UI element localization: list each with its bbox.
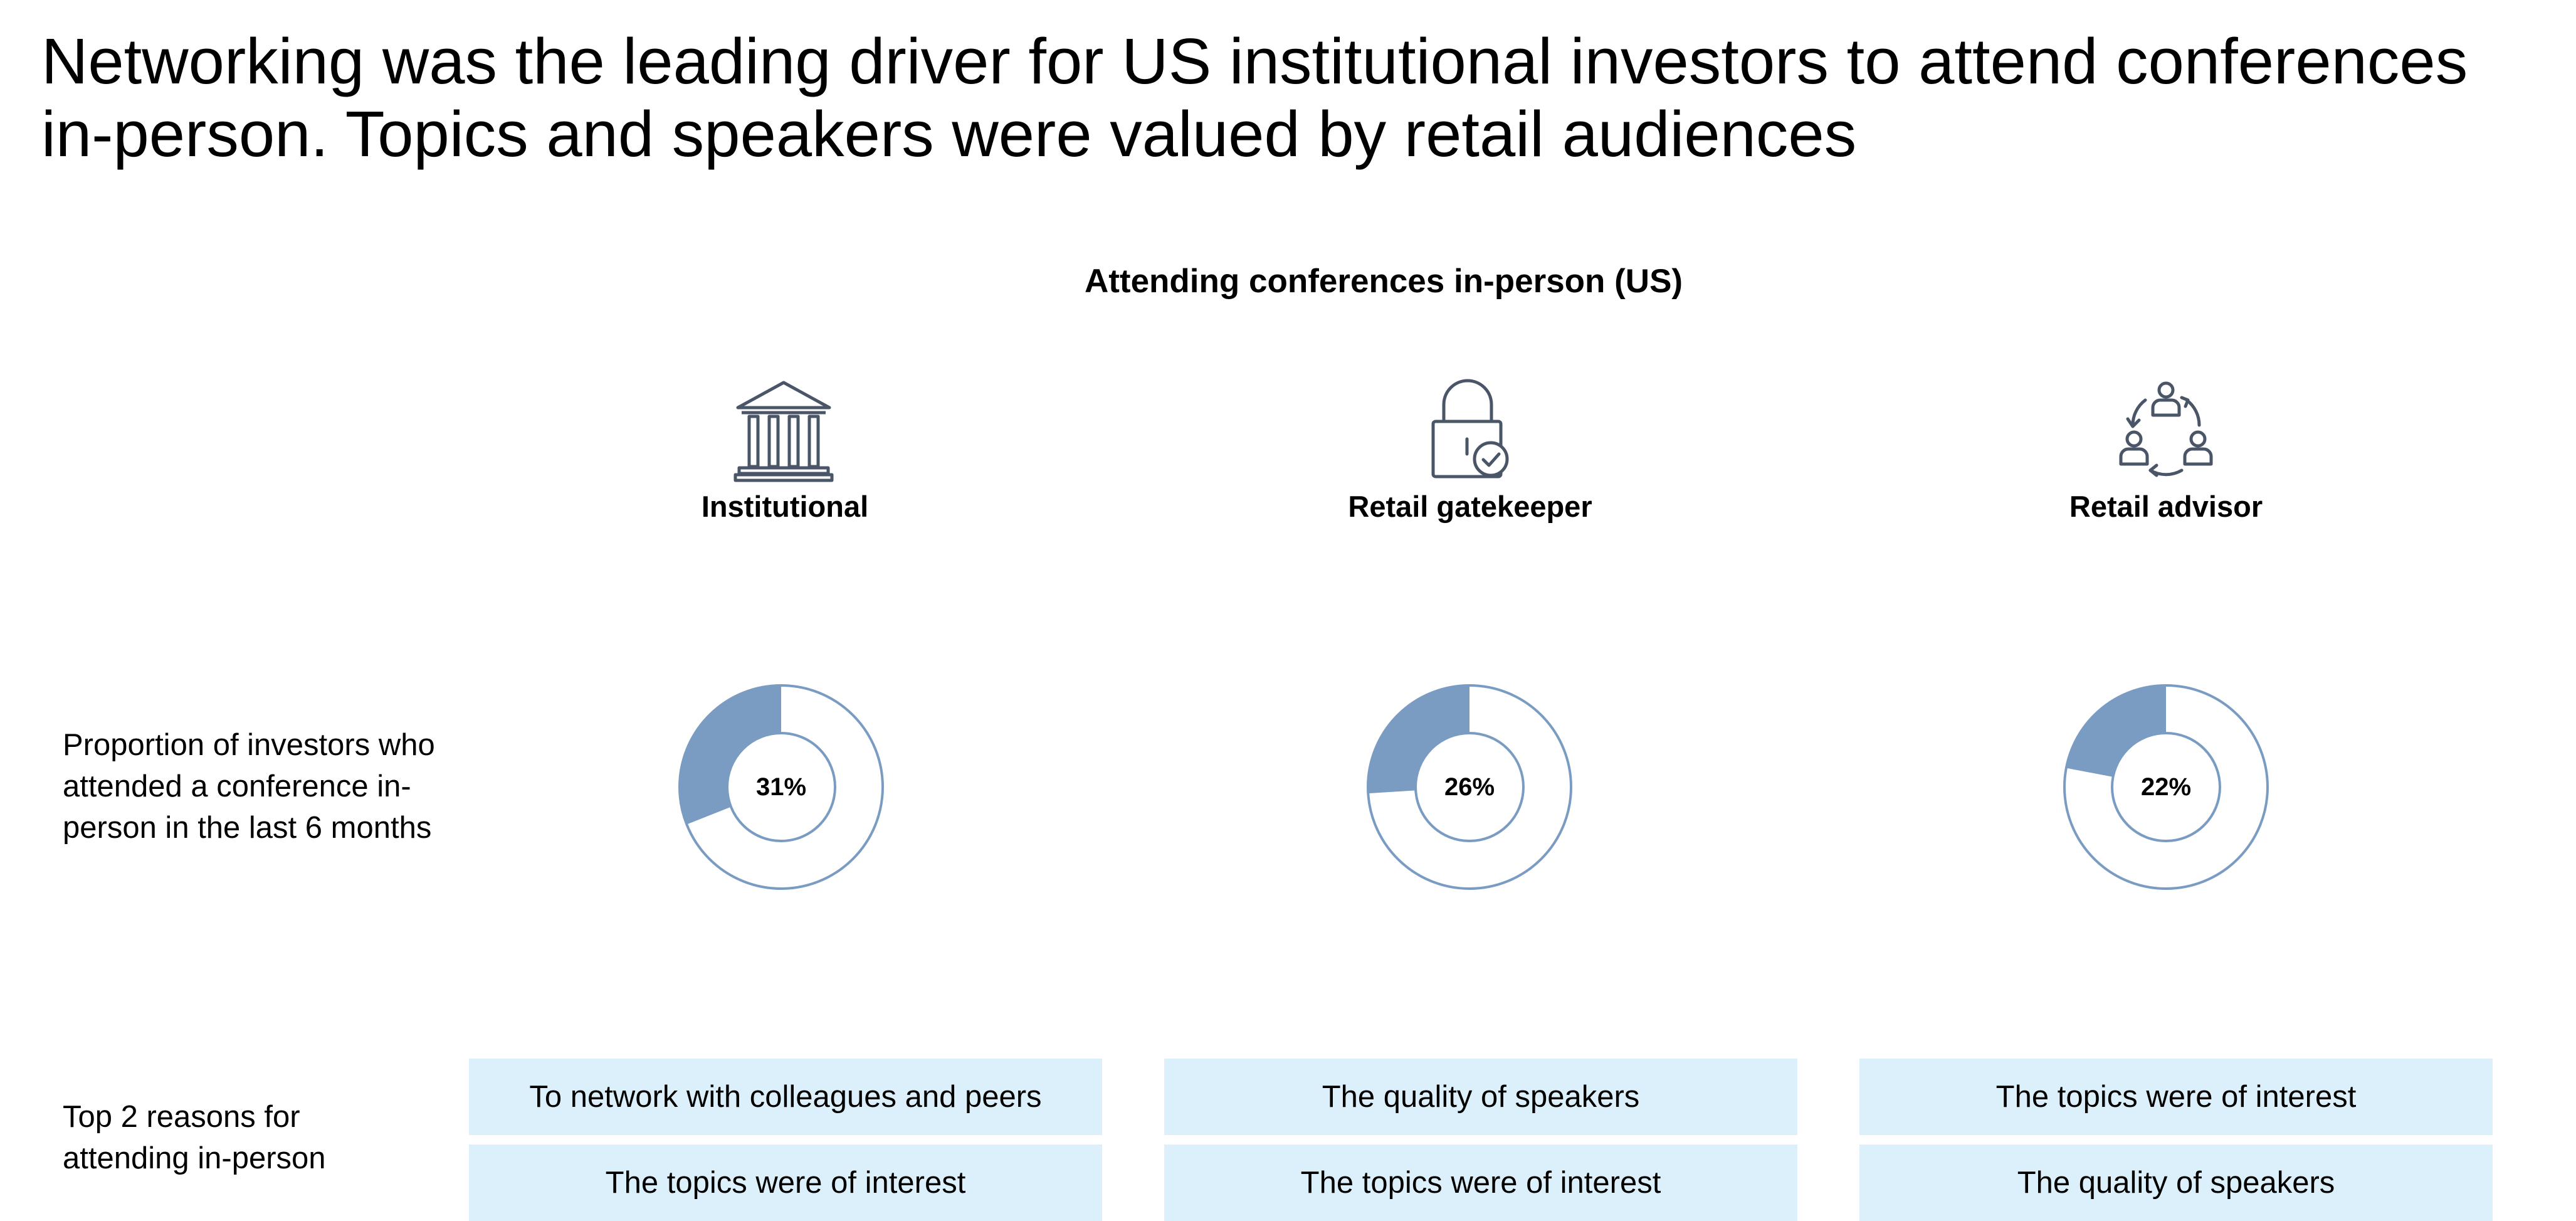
group-label-retail-gatekeeper: Retail gatekeeper	[1348, 490, 1592, 523]
padlock-check-icon	[1416, 376, 1522, 483]
row-label-proportion: Proportion of investors who attended a c…	[63, 728, 435, 845]
row-label-reasons: Top 2 reasons for attending in-person	[63, 1100, 326, 1175]
chart-title: Attending conferences in-person (US)	[1085, 263, 1683, 300]
reason-box: The quality of speakers	[1859, 1144, 2493, 1221]
bank-building-icon	[730, 376, 837, 483]
group-label-retail-advisor: Retail advisor	[2069, 490, 2263, 523]
donut-slice-institutional	[680, 685, 781, 825]
donut-value-label: 26%	[1444, 773, 1495, 801]
donut-value-label: 22%	[2140, 773, 2192, 801]
donut-value-label: 31%	[755, 773, 807, 801]
donut-inner-hole	[1414, 732, 1525, 842]
donut-institutional: 31%	[675, 680, 888, 894]
people-cycle-icon	[2113, 376, 2219, 483]
reason-box: The topics were of interest	[1859, 1059, 2493, 1135]
slide-title: Networking was the leading driver for US…	[41, 25, 2468, 170]
reason-box: The quality of speakers	[1164, 1059, 1797, 1135]
reason-box: To network with colleagues and peers	[469, 1059, 1102, 1135]
reason-box: The topics were of interest	[1164, 1144, 1797, 1221]
donut-inner-hole	[726, 732, 836, 842]
donut-slice-retail-gatekeeper	[1368, 685, 1469, 794]
donut-slice-retail-advisor	[2066, 685, 2166, 777]
group-label-institutional: Institutional	[701, 490, 869, 523]
donut-inner-hole	[2111, 732, 2221, 842]
reason-box: The topics were of interest	[469, 1144, 1102, 1221]
donut-retail-advisor: 22%	[2059, 680, 2273, 894]
donut-retail-gatekeeper: 26%	[1363, 680, 1576, 894]
